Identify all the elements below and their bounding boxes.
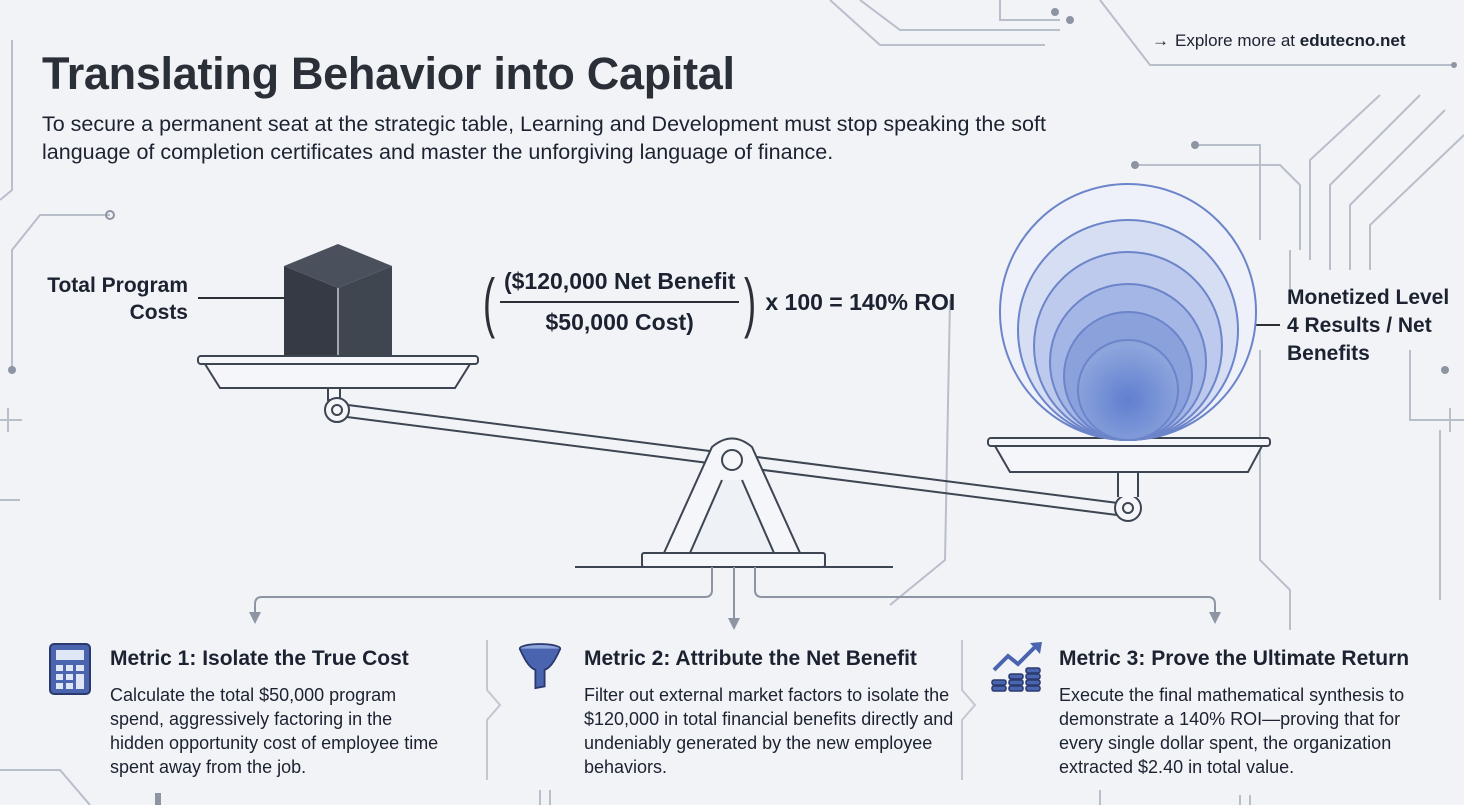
total-program-costs-label: Total Program Costs — [47, 274, 188, 324]
benefits-orb-icon — [999, 183, 1257, 441]
metric-2-title: Metric 2: Attribute the Net Benefit — [584, 647, 917, 670]
formula-numerator: ($120,000 Net Benefit — [499, 268, 740, 303]
explore-prefix: Explore more at — [1175, 31, 1295, 50]
calculator-icon — [49, 643, 91, 695]
scale-fulcrum — [575, 437, 893, 568]
metric-1-title: Metric 1: Isolate the True Cost — [110, 647, 409, 670]
roi-fraction: ($120,000 Net Benefit $50,000 Cost) — [499, 268, 740, 336]
close-paren: ) — [744, 265, 757, 339]
formula-denominator: $50,000 Cost) — [545, 309, 694, 335]
metric-connectors — [254, 567, 1216, 622]
right-scale-pan — [987, 437, 1271, 522]
metric-3-body: Execute the final mathematical synthesis… — [1059, 685, 1405, 777]
open-paren: ( — [482, 265, 496, 339]
funnel-icon — [518, 643, 562, 690]
page-subtitle: To secure a permanent seat at the strate… — [42, 112, 1046, 164]
cost-cube-icon — [284, 244, 392, 356]
metric-2-body: Filter out external market factors to is… — [584, 685, 954, 777]
arrow-right-icon: → — [1152, 31, 1169, 50]
net-benefits-label: Monetized Level 4 Results / Net Benefits — [1287, 286, 1450, 365]
metric-1-body: Calculate the total $50,000 program spen… — [110, 685, 439, 777]
formula-result: x 100 = 140% ROI — [765, 288, 956, 315]
growth-chart-icon — [991, 642, 1042, 692]
explore-site[interactable]: edutecno.net — [1299, 31, 1406, 50]
explore-link[interactable]: → Explore more at edutecno.net — [1152, 31, 1406, 51]
left-scale-pan — [197, 355, 479, 423]
page-title: Translating Behavior into Capital — [42, 48, 735, 99]
roi-formula: ( ($120,000 Net Benefit $50,000 Cost) ) … — [478, 262, 998, 342]
metric-3-title: Metric 3: Prove the Ultimate Return — [1059, 647, 1410, 670]
metric-dividers — [486, 640, 977, 780]
